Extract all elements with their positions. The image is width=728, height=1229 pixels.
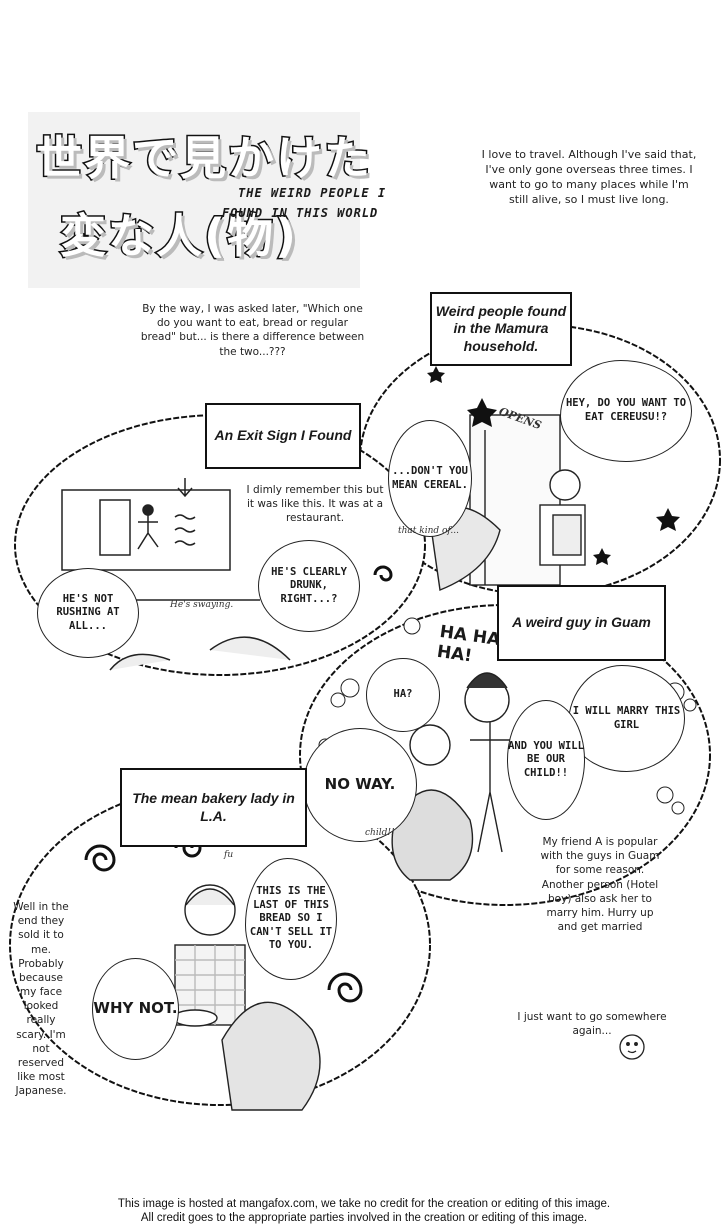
bread-note: By the way, I was asked later, "Which on… <box>140 303 365 358</box>
doodle-face-icon <box>619 1034 645 1060</box>
bubble-ha: HA? <box>366 658 440 732</box>
bakery-scene <box>172 884 321 1111</box>
bubble-will-marry-this-girl: I WILL MARRY THIS GIRL <box>568 665 685 772</box>
title-english-line2: FOUND IN THIS WORLD <box>222 206 379 220</box>
intro-note: I love to travel. Although I've said tha… <box>481 148 697 206</box>
caption-guam: A weird guy in Guam <box>497 585 666 661</box>
footer-credit-line1: This image is hosted at mangafox.com, we… <box>117 1198 611 1210</box>
bubble-clearly-drunk: HE'S CLEARLY DRUNK, RIGHT...? <box>258 540 360 632</box>
bubble-dont-you-mean-cereal: ...DON'T YOU MEAN CEREAL. <box>388 420 472 537</box>
guam-scene <box>391 672 510 881</box>
sfx-fu: fu <box>224 850 234 860</box>
guam-note: My friend A is popular with the guys in … <box>540 836 660 934</box>
bubble-not-rushing: HE'S NOT RUSHING AT ALL... <box>37 568 139 658</box>
title-japanese-line2: 変な人(物) <box>58 208 299 265</box>
star-decorations <box>427 366 680 565</box>
caption-exit-sign: An Exit Sign I Found <box>205 403 361 469</box>
sfx-swaying: He's swaying. <box>170 600 234 610</box>
caption-mamura: Weird people found in the Mamura househo… <box>430 292 572 366</box>
title-english-line1: THE WEIRD PEOPLE I <box>238 186 387 200</box>
shout-no-way: NO WAY. <box>303 728 417 842</box>
caption-bakery: The mean bakery lady in L.A. <box>120 768 307 847</box>
footer-credit-line2: All credit goes to the appropriate parti… <box>140 1212 588 1224</box>
title-dot-pattern <box>28 112 360 288</box>
bubble-hey-cereusu: HEY, DO YOU WANT TO EAT CEREUSU!? <box>560 360 692 462</box>
closing-note: I just want to go somewhere again... <box>517 1011 667 1038</box>
mamura-scene <box>429 414 586 591</box>
shout-why-not: WHY NOT. <box>92 958 179 1060</box>
exit-sign-scene <box>60 478 291 671</box>
bubble-last-bread: THIS IS THE LAST OF THIS BREAD SO I CAN'… <box>245 858 337 980</box>
sfx-child: child!! <box>365 828 395 838</box>
bakery-note: Well in the end they sold it to me. Prob… <box>13 901 69 1098</box>
bubble-our-child: AND YOU WILL BE OUR CHILD!! <box>507 700 585 820</box>
sfx-that-kind-of: that kind of... <box>398 526 460 536</box>
title-japanese-line1: 世界で見かけた <box>35 130 372 187</box>
exit-note: I dimly remember this but it was like th… <box>246 484 384 525</box>
